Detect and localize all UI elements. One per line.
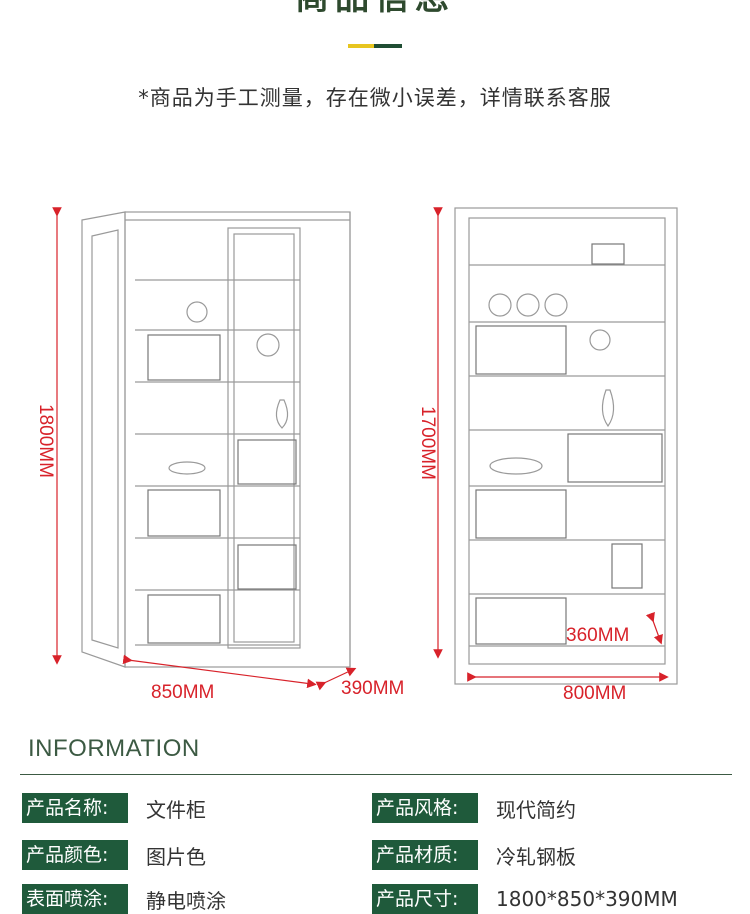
right-shelf-depth-label: 360MM	[566, 625, 630, 646]
info-row-size: 产品尺寸: 1800*850*390MM	[372, 884, 678, 914]
info-value: 现代简约	[496, 797, 576, 822]
left-depth-line	[315, 667, 357, 691]
left-height-label: 1800MM	[34, 404, 56, 478]
accent-bar-yellow	[348, 44, 374, 48]
measurement-note: *商品为手工测量，存在微小误差，详情联系客服	[138, 86, 612, 110]
info-label: 产品名称:	[22, 793, 128, 823]
info-row-name: 产品名称: 文件柜	[22, 793, 206, 823]
info-label: 产品风格:	[372, 793, 478, 823]
info-label: 表面喷涂:	[22, 884, 128, 914]
info-value: 冷轧钢板	[496, 844, 576, 869]
info-row-color: 产品颜色: 图片色	[22, 840, 206, 870]
info-value: 文件柜	[146, 797, 206, 822]
info-label: 产品颜色:	[22, 840, 128, 870]
information-heading: INFORMATION	[28, 735, 200, 762]
cabinet-drawings	[52, 207, 678, 691]
page-title: 商品信息	[0, 0, 750, 18]
info-value: 图片色	[146, 844, 206, 869]
info-label: 产品尺寸:	[372, 884, 478, 914]
info-row-material: 产品材质: 冷轧钢板	[372, 840, 576, 870]
left-depth-label: 390MM	[341, 678, 405, 699]
info-row-style: 产品风格: 现代简约	[372, 793, 576, 823]
right-height-label: 1700MM	[416, 406, 438, 480]
information-divider	[20, 774, 732, 775]
info-value: 1800*850*390MM	[496, 887, 678, 911]
right-cabinet-body	[454, 207, 678, 685]
info-label: 产品材质:	[372, 840, 478, 870]
accent-bar-green	[374, 44, 402, 48]
right-width-label: 800MM	[563, 683, 627, 704]
info-value: 静电喷涂	[146, 888, 226, 913]
info-row-coating: 表面喷涂: 静电喷涂	[22, 884, 226, 914]
left-width-label: 850MM	[151, 682, 215, 703]
right-shelf-depth-line	[645, 611, 663, 645]
left-width-line	[122, 654, 317, 689]
